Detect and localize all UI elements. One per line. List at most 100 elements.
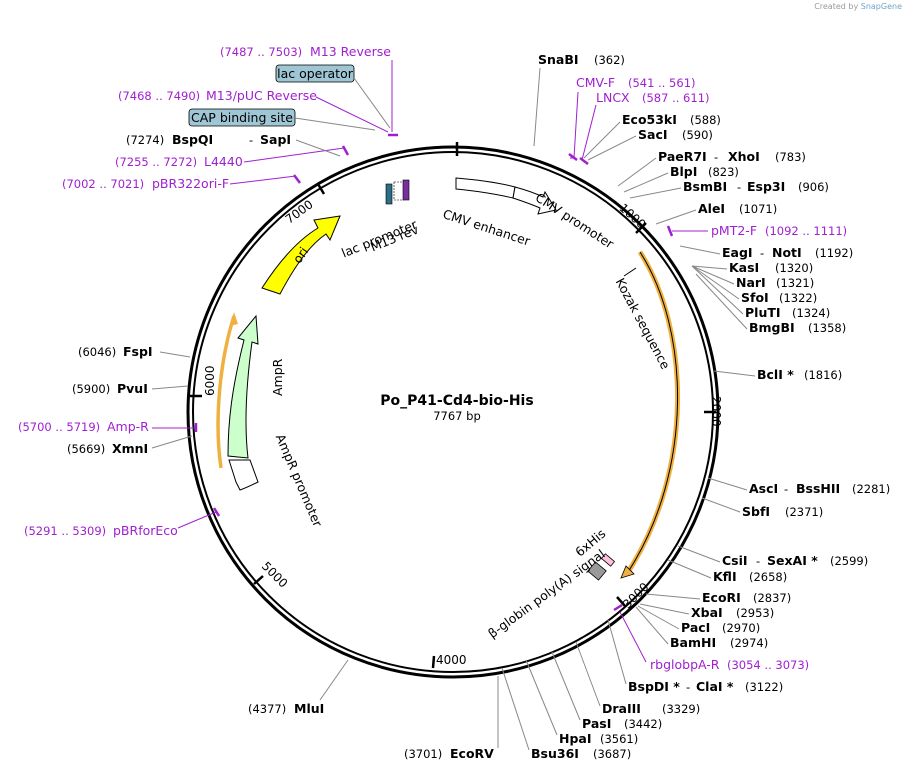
site-bspdi-pos: (3122): [745, 680, 783, 694]
site-bspqi-leader: [295, 139, 341, 157]
site-alei-name: AleI: [698, 201, 725, 216]
m13-rev-box: [402, 179, 410, 201]
site-ecorv-name: EcoRV: [450, 746, 494, 761]
ampr-promoter-arrow: [228, 459, 259, 491]
site-bsmbi-esp3i: BsmBI - Esp3I (906): [629, 179, 829, 199]
tick-5000: [253, 575, 264, 585]
site-nari-leader: [691, 265, 735, 285]
cap-site-box: [385, 183, 393, 205]
primer-amp-r-pos: (5700 .. 5719): [18, 420, 100, 434]
primer-cmv-f: CMV-F (541 .. 561): [568, 75, 696, 161]
ori-arrow: [261, 215, 341, 295]
primer-pbrforeco-mark: [212, 507, 221, 517]
site-hpai-leader: [525, 659, 558, 736]
site-hpai-pos: (3561): [600, 732, 638, 746]
kozak-label: Kozak sequence: [613, 276, 674, 372]
site-csii-pos: (2599): [830, 554, 868, 568]
site-bcli-pos: (1816): [804, 368, 842, 382]
site-paer7i-name2: XhoI: [728, 149, 760, 164]
tick-label-2000: 2000: [709, 396, 723, 427]
site-asci-bsshii: AscI - BssHII (2281): [707, 477, 890, 496]
site-bspdi-sep: -: [686, 680, 690, 694]
primer-cmv-f-name: CMV-F: [576, 75, 615, 90]
site-saci: SacI (590): [587, 127, 713, 161]
site-mlui-name: MluI: [294, 701, 324, 716]
site-pasi-leader: [551, 651, 581, 721]
kozak-marker: [623, 267, 637, 277]
cmv-promoter-arrow: [512, 186, 557, 215]
site-bspqi-name2: SapI: [260, 132, 291, 147]
site-sfoi: SfoI (1322): [691, 265, 817, 305]
site-bspdi-clai: BspDI * - ClaI * (3122): [607, 619, 783, 694]
lac-promoter-box: [393, 181, 405, 201]
primer-m13-puc-reverse-pos: (7468 .. 7490): [118, 89, 200, 103]
site-csii-name2: SexAI *: [767, 553, 818, 568]
cmv-enhancer-label: CMV enhancer: [441, 206, 533, 249]
primer-cmv-f-mark: [568, 153, 578, 161]
primer-pmt2-f: pMT2-F (1092 .. 1111): [666, 223, 847, 238]
site-xbai-pos: (2953): [736, 606, 774, 620]
site-asci-sep: -: [784, 482, 788, 496]
site-pasi-name: PasI: [582, 716, 611, 731]
site-blpi: BlpI (823): [623, 164, 739, 193]
site-bsu36i-pos: (3687): [593, 747, 631, 761]
ampr-cds-head: [230, 312, 238, 326]
site-paci-name: PacI: [681, 620, 710, 635]
site-asci-leader: [707, 477, 748, 491]
primer-l4440-name: L4440: [204, 154, 243, 169]
primer-pbrforeco-leader: [177, 511, 217, 529]
site-draiii: DraIII (3329): [575, 641, 700, 716]
primer-rbglobpa-r-name: rbglobpA-R: [650, 657, 720, 672]
site-ecorv: (3701) EcoRV: [404, 676, 499, 761]
site-ecori: EcoRI (2837): [645, 590, 791, 605]
site-pvui: (5900) PvuI: [72, 381, 189, 396]
primer-pbr322ori-name: pBR322ori-F: [152, 176, 229, 191]
site-draiii-leader: [575, 641, 601, 707]
site-xmni: (5669) XmnI: [67, 435, 193, 456]
site-sbfi-leader: [701, 497, 741, 513]
site-csii-name: CsiI: [722, 553, 748, 568]
cap-leader: [294, 117, 376, 131]
site-sfoi-pos: (1322): [779, 291, 817, 305]
site-eagi-name: EagI: [722, 245, 753, 260]
site-nari-name: NarI: [736, 275, 766, 290]
site-eagi-leader: [679, 245, 721, 255]
his-tag-box: [600, 553, 616, 567]
site-csii-leader: [677, 545, 721, 563]
site-xbai: XbaI (2953): [639, 603, 774, 620]
site-fspi: (6046) FspI: [78, 344, 191, 359]
site-eagi-sep: -: [760, 246, 764, 260]
cmv-promoter-label: CMV promoter: [533, 190, 617, 252]
site-bcli: BclI * (1816): [713, 367, 842, 382]
primer-lncx-pos: (587 .. 611): [642, 91, 710, 105]
tick-label-5000: 5000: [259, 559, 290, 590]
site-kasi-pos: (1320): [775, 261, 813, 275]
site-eco53ki-leader: [583, 121, 621, 159]
site-paer7i-name: PaeR7I: [658, 149, 707, 164]
primer-pmt2-f-pos: (1092 .. 1111): [765, 224, 847, 238]
tick-1000: [635, 222, 647, 234]
ampr-promoter-label: AmpR promoter: [273, 432, 326, 530]
site-mlui-leader: [319, 659, 349, 701]
site-fspi-pos: (6046): [78, 345, 116, 359]
site-snabi-leader: [533, 67, 541, 147]
site-kfli: KflI (2658): [667, 559, 787, 584]
site-paer7i-sep: -: [714, 150, 718, 164]
site-pvui-leader: [151, 385, 189, 390]
site-bsmbi-name2: Esp3I: [747, 179, 785, 194]
site-bspqi-name: BspQI: [172, 132, 213, 147]
site-eco53ki-pos: (588): [690, 113, 721, 127]
site-mlui: (4377) MluI: [248, 659, 349, 716]
primer-lncx-name: LNCX: [596, 90, 630, 105]
site-hpai-name: HpaI: [559, 731, 592, 746]
credit-prefix: Created by: [814, 2, 859, 11]
primer-pbrforeco-pos: (5291 .. 5309): [24, 524, 106, 538]
tick-4000: [431, 655, 436, 669]
primer-lncx-mark: [579, 157, 589, 165]
site-xbai-leader: [639, 603, 690, 615]
primer-pmt2-f-mark: [666, 225, 674, 237]
site-bspqi-pos: (7274): [126, 133, 164, 147]
ampr-label: AmpR: [270, 358, 285, 396]
primer-l4440-mark: [341, 145, 350, 156]
